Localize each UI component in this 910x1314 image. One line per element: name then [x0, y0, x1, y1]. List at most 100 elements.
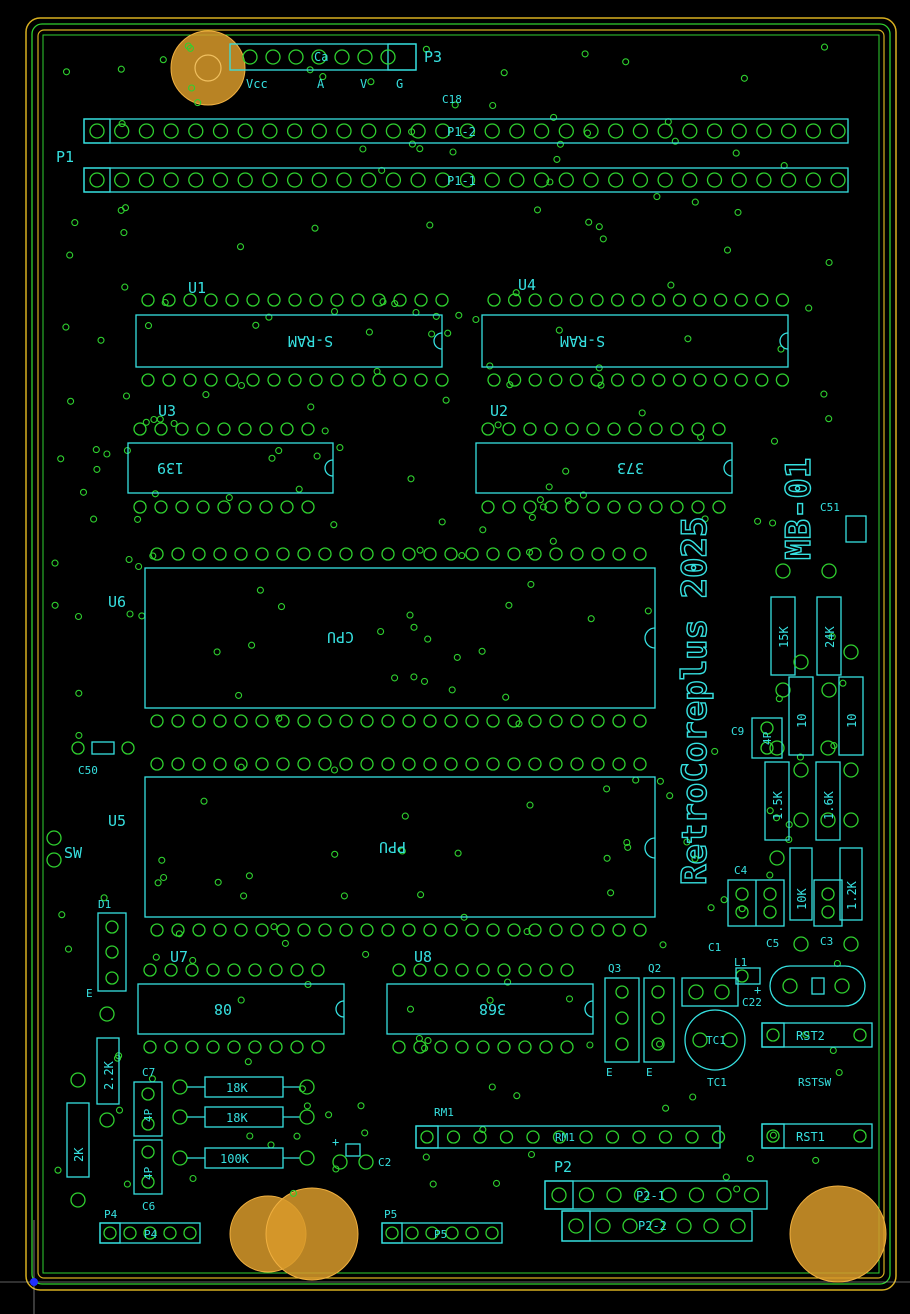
pad — [465, 1226, 479, 1240]
pad — [612, 757, 626, 771]
pad — [693, 293, 707, 307]
pad — [682, 123, 698, 139]
via — [494, 421, 502, 429]
via — [64, 945, 73, 953]
chip-u6: U6 CPU — [108, 547, 656, 728]
origin-marker — [30, 1278, 38, 1286]
svg-text:P5: P5 — [434, 1228, 447, 1241]
svg-text:P4: P4 — [104, 1208, 118, 1221]
pad — [286, 172, 303, 188]
pad — [225, 373, 239, 387]
via — [237, 381, 246, 390]
pad — [444, 547, 458, 561]
pad — [632, 123, 649, 139]
via — [770, 437, 779, 445]
pad — [143, 1040, 157, 1054]
pad — [339, 547, 353, 561]
pad — [586, 422, 600, 436]
u5-part-label: PPU — [379, 838, 406, 856]
pad — [385, 123, 402, 139]
pad — [255, 714, 269, 728]
pad — [133, 500, 147, 514]
pad — [565, 422, 579, 436]
pad — [330, 293, 344, 307]
pad — [175, 422, 189, 436]
chip-u1: U1 S-RAM — [135, 279, 449, 387]
pad — [212, 172, 229, 188]
via — [330, 766, 339, 774]
svg-text:10: 10 — [795, 714, 809, 728]
pad — [143, 1226, 157, 1240]
svg-text:C9: C9 — [731, 725, 744, 738]
pad — [259, 500, 273, 514]
pad — [502, 500, 516, 514]
via — [527, 580, 535, 588]
via — [79, 488, 88, 496]
via — [671, 137, 679, 145]
pad — [473, 1130, 487, 1144]
via — [417, 891, 425, 899]
via — [632, 776, 640, 784]
resistor-r2k: 2K — [66, 1072, 90, 1208]
pad — [413, 963, 427, 977]
pad — [484, 123, 500, 139]
pad — [676, 1218, 692, 1234]
c18-label: C18 — [442, 93, 462, 106]
pad-row — [392, 963, 574, 977]
svg-text:P4: P4 — [144, 1228, 158, 1241]
via — [281, 939, 289, 947]
pad — [206, 1040, 220, 1054]
pad-row — [392, 1040, 574, 1054]
pad — [712, 422, 726, 436]
pad — [632, 1130, 646, 1144]
via — [362, 950, 370, 958]
pad — [578, 1187, 595, 1203]
svg-text:L1: L1 — [734, 956, 747, 969]
via — [359, 145, 367, 153]
via — [236, 243, 245, 251]
svg-text:SW: SW — [64, 844, 83, 862]
pad — [162, 293, 176, 307]
via — [365, 328, 373, 336]
pad — [632, 172, 649, 188]
pad — [162, 373, 176, 387]
pad — [560, 963, 574, 977]
via — [479, 526, 487, 534]
via — [489, 101, 497, 110]
pad — [255, 757, 269, 771]
pad — [481, 500, 495, 514]
pad — [246, 293, 260, 307]
via — [135, 562, 143, 571]
pad — [171, 923, 185, 937]
pad — [633, 923, 647, 937]
pad — [171, 547, 185, 561]
pad — [188, 172, 204, 188]
via — [420, 677, 429, 685]
via — [319, 73, 327, 81]
pad — [502, 422, 516, 436]
pad — [372, 373, 386, 387]
via — [448, 686, 456, 694]
pad — [434, 963, 448, 977]
pad — [649, 422, 663, 436]
pad — [570, 757, 584, 771]
pad — [716, 1187, 732, 1203]
pad — [743, 1187, 760, 1203]
via — [504, 978, 512, 986]
pad — [569, 293, 584, 307]
via — [235, 691, 243, 699]
pad — [586, 500, 600, 514]
pad — [652, 293, 666, 307]
pad — [465, 714, 479, 728]
pad — [150, 923, 164, 937]
pad — [217, 500, 231, 514]
pad — [558, 123, 574, 139]
via — [406, 611, 414, 619]
pad — [528, 373, 542, 387]
via — [422, 1153, 430, 1161]
svg-text:+: + — [754, 983, 761, 997]
via — [377, 627, 385, 636]
pad — [509, 172, 525, 188]
u1-part-label: S-RAM — [288, 332, 333, 350]
